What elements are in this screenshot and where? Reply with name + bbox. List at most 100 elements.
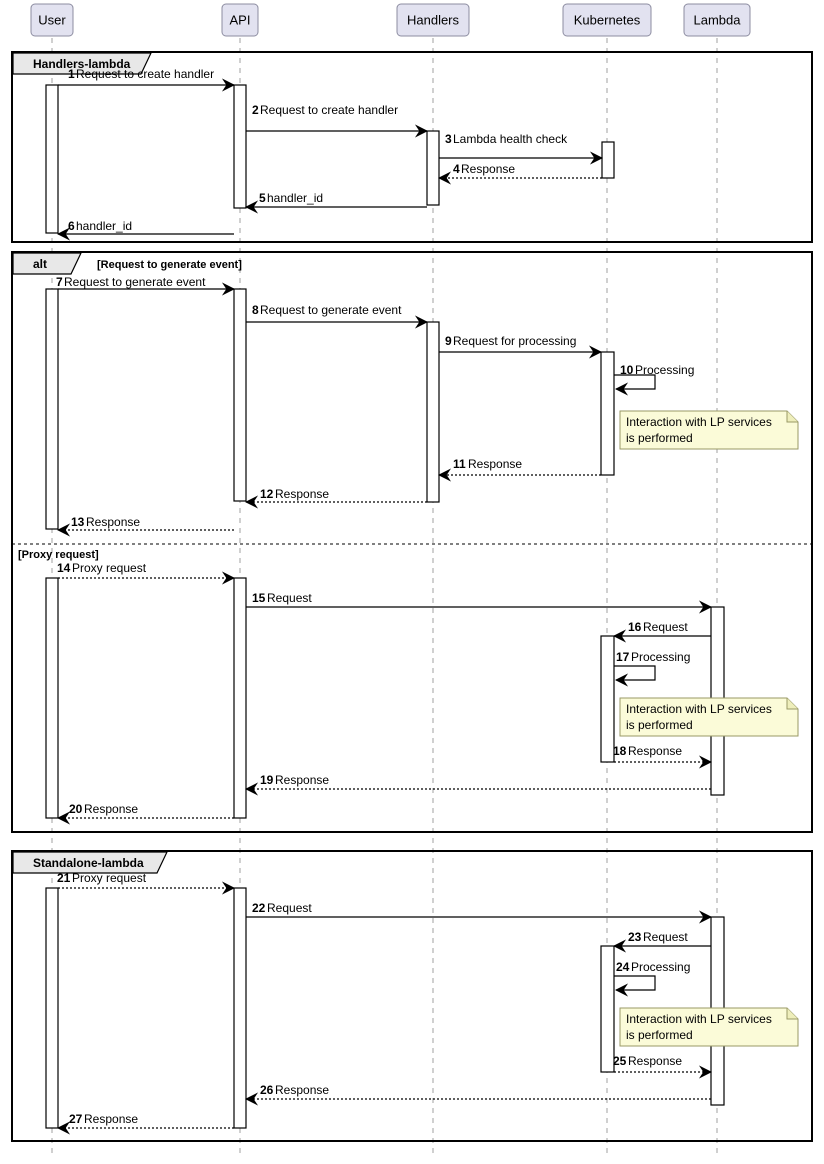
message-label-20: Response [84,802,138,816]
participant-label-lambda: Lambda [694,12,742,27]
fragment-tab-label-handlers-lambda: Handlers-lambda [33,57,131,71]
message-label-5: handler_id [267,191,323,205]
message-label-26: Response [275,1083,329,1097]
note-line2-note-1: is performed [626,431,693,445]
message-number-5: 5 [259,191,266,205]
participant-box-lambda[interactable] [683,3,751,37]
participant-label-kubernetes: Kubernetes [574,12,641,27]
message-number-24: 24 [616,960,630,974]
message-number-12: 12 [260,487,274,501]
message-number-8: 8 [252,303,259,317]
note-body-note-3 [619,1007,799,1047]
message-number-26: 26 [260,1083,274,1097]
message-number-15: 15 [252,591,266,605]
participant-box-api[interactable] [221,3,259,37]
message-number-2: 2 [252,103,259,117]
note-line2-note-3: is performed [626,1028,693,1042]
message-number-9: 9 [445,334,452,348]
participant-api[interactable]: API [221,3,259,37]
activation-bar-user [45,84,59,234]
message-number-3: 3 [445,132,452,146]
message-number-25: 25 [613,1054,627,1068]
note-line2-note-2: is performed [626,718,693,732]
message-label-11: Response [468,457,522,471]
participant-user[interactable]: User [30,3,74,37]
activation-bar-user [45,288,59,530]
message-number-10: 10 [620,363,634,377]
message-label-14: Proxy request [72,561,147,575]
message-label-3: Lambda health check [453,132,568,146]
message-label-23: Request [643,930,688,944]
message-label-12: Response [275,487,329,501]
activation-bar-handlers [426,130,440,206]
note-fold-icon-note-1 [786,411,798,423]
message-number-6: 6 [68,219,75,233]
message-number-16: 16 [628,620,642,634]
message-label-7: Request to generate event [64,275,206,289]
message-number-17: 17 [616,650,630,664]
activation-bar-user [45,577,59,819]
message-label-8: Request to generate event [260,303,402,317]
fragment-tab-alt [12,252,82,275]
participant-box-user[interactable] [30,3,74,37]
message-label-9: Request for processing [453,334,576,348]
message-line-24 [614,975,656,997]
fragment-standalone-lambda: Standalone-lambda [11,850,813,1142]
fragment-section-guard-alt-0: [Proxy request] [18,549,99,561]
activation-bar-user [45,887,59,1129]
activation-bar-api [233,288,247,502]
fragment-tab-label-alt: alt [33,257,47,271]
activation-bar-kubernetes [600,635,615,763]
note-fold-icon-note-3 [786,1008,798,1020]
message-label-18: Response [628,744,682,758]
message-label-22: Request [267,901,312,915]
participant-kubernetes[interactable]: Kubernetes [562,3,652,37]
message-number-22: 22 [252,901,266,915]
fragment-alt: alt[Request to generate event][Proxy req… [11,251,813,833]
message-number-13: 13 [71,515,85,529]
note-fold-icon-note-2 [786,698,798,710]
fragment-tab-handlers-lambda [12,52,152,75]
message-label-15: Request [267,591,312,605]
fragment-border-handlers-lambda [11,51,813,243]
fragments-layer: Handlers-lambda alt[Request to generate e… [11,51,813,1142]
activation-bar-handlers [426,321,440,503]
note-line1-note-3: Interaction with LP services [626,1012,772,1026]
message-number-23: 23 [628,930,642,944]
participant-lambda[interactable]: Lambda [683,3,751,37]
activations-layer [45,84,725,1129]
activation-bar-api [233,887,247,1129]
message-number-14: 14 [57,561,71,575]
participants-layer: User API Handlers Kubernetes Lambda [30,3,751,37]
message-line-10 [614,374,656,396]
message-label-2: Request to create handler [260,103,398,117]
message-number-20: 20 [69,802,83,816]
participant-box-kubernetes[interactable] [562,3,652,37]
activation-bar-lambda [601,141,615,179]
message-label-24: Processing [631,960,690,974]
message-number-1: 1 [68,67,75,81]
participant-handlers[interactable]: Handlers [396,3,470,37]
participant-box-handlers[interactable] [396,3,470,37]
note-body-note-2 [619,697,799,737]
